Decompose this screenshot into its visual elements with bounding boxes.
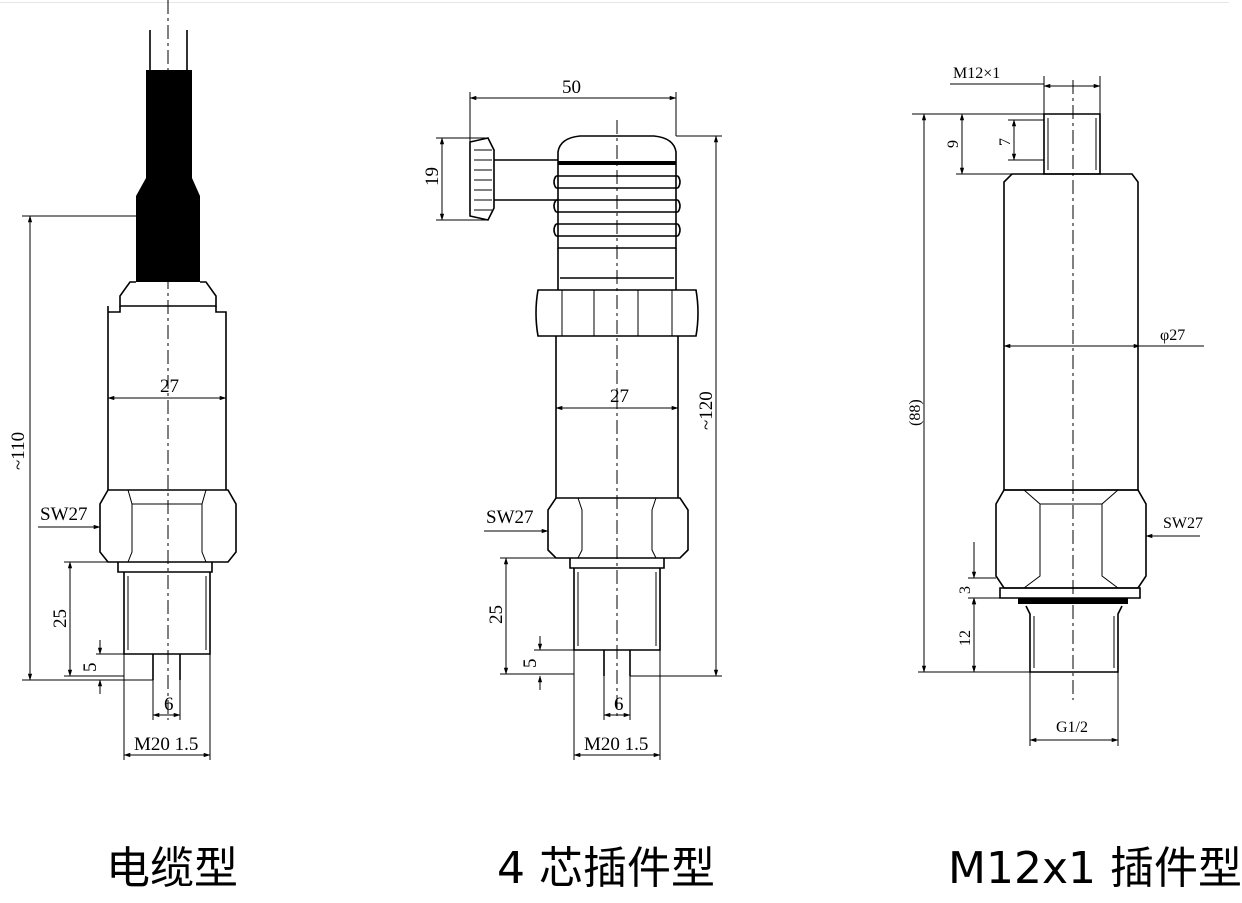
v1-thread-len-dim: 25 <box>50 609 71 628</box>
v1-tip-len-dim: 5 <box>80 663 101 673</box>
v3-connector-label: M12×1 <box>953 65 1000 82</box>
v2-tip-len-dim: 5 <box>520 659 541 669</box>
v1-tip-dia-dim: 6 <box>164 694 174 715</box>
v3-top-a-dim: 9 <box>945 140 962 148</box>
v3-thread-dim: G1/2 <box>1056 719 1088 736</box>
view-m12: M12×1 9 7 φ27 (88) SW27 3 12 <box>907 65 1204 746</box>
v3-seal-dim: 3 <box>957 586 974 594</box>
view-4pin: 50 19 27 ~120 SW27 25 5 6 <box>422 77 722 760</box>
v3-thread-len-dim: 12 <box>957 630 974 646</box>
v2-plug-width-dim: 50 <box>562 77 581 98</box>
v1-hex-label: SW27 <box>40 504 88 525</box>
caption-4pin: 4 芯插件型 <box>497 843 715 894</box>
view-cable: 27 ~110 SW27 25 5 6 M20 1.5 <box>8 0 237 760</box>
v3-top-b-dim: 7 <box>997 138 1014 146</box>
v2-plug-height-dim: 19 <box>422 167 443 186</box>
v2-width-dim: 27 <box>610 386 629 407</box>
v1-overall-dim: ~110 <box>8 432 29 470</box>
caption-cable: 电缆型 <box>106 843 238 894</box>
v2-thread-len-dim: 25 <box>486 605 507 624</box>
v2-tip-dia-dim: 6 <box>614 694 624 715</box>
v2-thread-dim: M20 1.5 <box>584 734 648 755</box>
v1-width-dim: 27 <box>160 376 179 397</box>
v3-diameter-dim: φ27 <box>1160 327 1185 344</box>
v2-hex-label: SW27 <box>486 507 534 528</box>
v3-overall-dim: (88) <box>907 399 924 426</box>
v2-overall-dim: ~120 <box>696 391 717 430</box>
v3-hex-label: SW27 <box>1163 515 1203 532</box>
top-border <box>0 2 1229 3</box>
caption-m12: M12x1 插件型 <box>948 843 1242 894</box>
v1-thread-dim: M20 1.5 <box>134 734 198 755</box>
